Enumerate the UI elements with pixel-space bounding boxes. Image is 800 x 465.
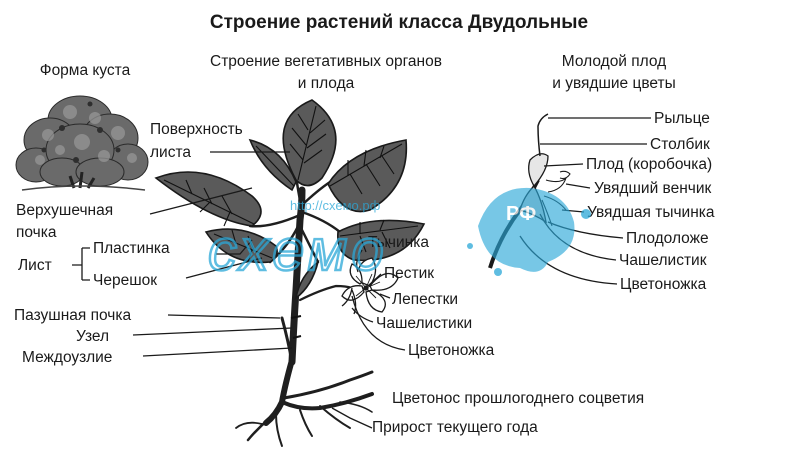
watermark-url: http://схемо.рф xyxy=(290,198,381,213)
plant-illustration xyxy=(154,99,426,447)
label-pistil: Пестик xyxy=(384,265,434,282)
withered-corolla-shape xyxy=(545,177,567,193)
axillary-shoot xyxy=(280,316,294,364)
label-pedicel: Цветоножка xyxy=(408,342,495,359)
label-style: Столбик xyxy=(650,136,710,153)
flower xyxy=(341,257,399,315)
leaf-right-middle xyxy=(337,219,426,262)
watermark-badge: РФ xyxy=(467,187,591,276)
label-internode: Междоузлие xyxy=(22,349,112,366)
label-sepals: Чашелистики xyxy=(376,315,472,332)
flower-pedicel xyxy=(298,284,354,302)
leaf-upper-right xyxy=(327,139,408,213)
watermark-word: схемо xyxy=(208,218,388,283)
label-fruit-pedicel: Цветоножка xyxy=(620,276,707,293)
heading-bush-form: Форма куста xyxy=(40,62,131,79)
label-capsule: Плод (коробочка) xyxy=(586,156,712,173)
label-petiole: Черешок xyxy=(93,272,157,289)
bush-illustration xyxy=(15,95,149,191)
label-leaf-surface-line2: листа xyxy=(150,144,191,161)
label-apical-bud-line1: Верхушечная xyxy=(16,202,113,219)
heading-vegetative-organs-line2: и плода xyxy=(298,75,355,92)
label-old-peduncle: Цветонос прошлогоднего соцветия xyxy=(392,390,644,407)
label-leaf-surface-line1: Поверхность xyxy=(150,121,243,138)
leaves xyxy=(154,99,426,300)
label-sepal: Чашелистик xyxy=(619,252,707,269)
fruit-labels: Рыльце Столбик Плод (коробочка) Увядший … xyxy=(586,110,715,293)
label-stamen: Тычинка xyxy=(368,234,429,251)
watermark: http://схемо.рф схемо РФ xyxy=(207,187,591,284)
heading-vegetative-organs-line1: Строение вегетативных органов xyxy=(210,53,442,70)
leaf-small-lower xyxy=(294,259,320,300)
label-receptacle: Плодоложе xyxy=(626,230,709,247)
label-withered-corolla: Увядший венчик xyxy=(594,180,712,197)
node-marks xyxy=(290,315,302,339)
label-current-growth: Прирост текущего года xyxy=(372,419,538,436)
vegetative-labels: Поверхность листа Верхушечная почка Лист… xyxy=(14,121,644,436)
main-stem xyxy=(288,186,306,366)
diagram-title: Строение растений класса Двудольные xyxy=(210,12,588,33)
capsule-shape xyxy=(528,153,549,188)
rhizome-roots xyxy=(235,357,374,447)
label-withered-stamen: Увядшая тычинка xyxy=(587,204,715,221)
label-leaf: Лист xyxy=(18,257,52,274)
label-axillary-bud: Пазушная почка xyxy=(14,307,131,324)
heading-young-fruit-line1: Молодой плод xyxy=(562,53,666,70)
heading-young-fruit-line2: и увядшие цветы xyxy=(552,75,676,92)
label-node: Узел xyxy=(76,328,109,345)
watermark-badge-text: РФ xyxy=(506,203,536,225)
label-petals: Лепестки xyxy=(392,291,458,308)
style-shape xyxy=(537,113,549,157)
label-stigma: Рыльце xyxy=(654,110,710,127)
label-apical-bud-line2: почка xyxy=(16,224,57,241)
label-blade: Пластинка xyxy=(93,240,170,257)
